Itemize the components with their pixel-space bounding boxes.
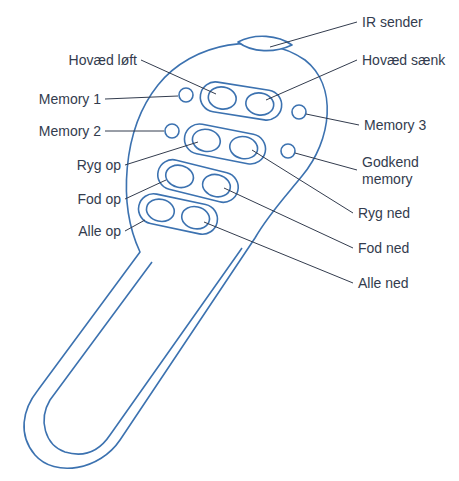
- head-buttons: [198, 80, 284, 122]
- part-label: Hovæd sænk: [362, 52, 445, 69]
- part-label: Fod op: [77, 191, 121, 208]
- part-label: Ryg op: [77, 157, 121, 174]
- memory-button: [165, 124, 179, 138]
- part-label: Hovæd løft: [69, 52, 137, 69]
- part-label: Alle ned: [358, 275, 409, 292]
- confirm-button: [281, 144, 295, 158]
- part-label: Memory 3: [364, 117, 426, 134]
- remote-body: [24, 43, 327, 468]
- back-buttons: [182, 121, 268, 166]
- part-label: Memory 2: [39, 123, 101, 140]
- memory-button: [292, 105, 306, 119]
- part-label: Godkend memory: [362, 154, 440, 188]
- part-label: Fod ned: [358, 240, 409, 257]
- handle-inner: [44, 248, 242, 454]
- part-label: Alle op: [78, 223, 121, 240]
- part-label: IR sender: [362, 14, 423, 31]
- memory-button: [179, 88, 193, 102]
- leader-lines: [105, 22, 359, 283]
- all-buttons: [136, 191, 220, 237]
- part-label: Memory 1: [39, 91, 101, 108]
- part-label: Ryg ned: [358, 205, 410, 222]
